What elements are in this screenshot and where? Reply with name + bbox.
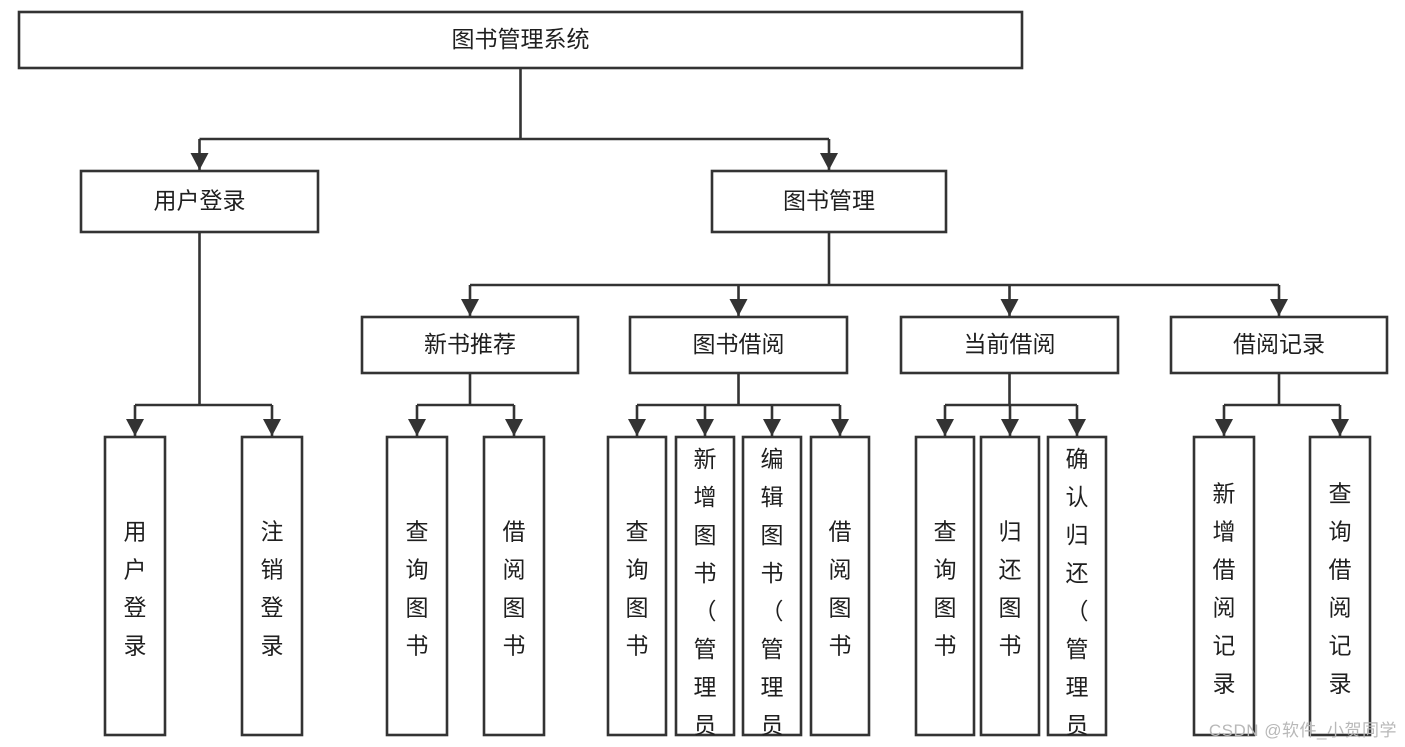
node-label: 用户登录 [154, 188, 246, 214]
node-leaf-query-book-borrow[interactable]: 查询图书 [606, 435, 668, 737]
node-leaf-confirm-return-admin[interactable]: 确认归还（管理员） [1046, 435, 1108, 747]
arrow-head-icon [1000, 299, 1019, 316]
node-box [103, 435, 167, 737]
connector-group-borrow-record [1215, 373, 1349, 436]
node-label: 查询图书 [406, 519, 429, 659]
arrow-head-icon [820, 153, 838, 170]
node-leaf-user-login[interactable]: 用户登录 [103, 435, 167, 737]
node-label: 查询借阅记录 [1329, 481, 1352, 697]
node-box [914, 435, 976, 737]
node-book-borrow[interactable]: 图书借阅 [628, 315, 849, 375]
node-leaf-add-borrow-record[interactable]: 新增借阅记录 [1192, 435, 1256, 737]
node-leaf-query-book-recommend[interactable]: 查询图书 [385, 435, 449, 737]
node-label: 归还图书 [999, 519, 1022, 659]
node-box [606, 435, 668, 737]
node-box [674, 435, 736, 737]
node-layer: 图书管理系统用户登录图书管理新书推荐图书借阅当前借阅借阅记录用户登录注销登录查询… [17, 10, 1389, 747]
node-label: 查询图书 [626, 519, 649, 659]
node-box [628, 315, 849, 375]
node-box [360, 315, 580, 375]
node-label: 注销登录 [261, 519, 284, 659]
node-borrow-record[interactable]: 借阅记录 [1169, 315, 1389, 375]
node-label: 用户登录 [124, 519, 147, 659]
arrow-head-icon [1068, 419, 1086, 436]
node-box [899, 315, 1120, 375]
connector-group-user-login [126, 232, 281, 436]
arrow-head-icon [408, 419, 426, 436]
node-label: 确认归还（管理员） [1066, 446, 1089, 747]
arrow-head-icon [126, 419, 144, 436]
node-box [710, 169, 948, 234]
node-label: 图书管理系统 [452, 26, 590, 52]
node-label: 查询图书 [934, 519, 957, 659]
node-leaf-query-book-current[interactable]: 查询图书 [914, 435, 976, 737]
arrow-head-icon [936, 419, 954, 436]
node-leaf-add-book-admin[interactable]: 新增图书（管理员） [674, 435, 736, 747]
arrow-head-icon [1331, 419, 1349, 436]
arrow-head-icon [1270, 299, 1288, 316]
arrow-head-icon [1001, 419, 1019, 436]
node-box [385, 435, 449, 737]
node-label: 当前借阅 [964, 331, 1056, 357]
node-label: 新增借阅记录 [1213, 481, 1236, 697]
node-box [1046, 435, 1108, 737]
node-box [979, 435, 1041, 737]
connector-group-root [190, 68, 838, 170]
node-user-login[interactable]: 用户登录 [79, 169, 320, 234]
node-box [1308, 435, 1372, 737]
connector-layer [126, 68, 1349, 436]
node-box [809, 435, 871, 737]
node-leaf-borrow-book[interactable]: 借阅图书 [809, 435, 871, 737]
node-label: 借阅图书 [503, 519, 526, 659]
arrow-head-icon [505, 419, 523, 436]
arrow-head-icon [190, 153, 209, 170]
arrow-head-icon [831, 419, 849, 436]
connector-group-new-book-recommend [408, 373, 523, 436]
node-label: 图书管理 [783, 188, 875, 214]
arrow-head-icon [263, 419, 281, 436]
node-label: 新书推荐 [424, 331, 516, 357]
arrow-head-icon [763, 419, 781, 436]
arrow-head-icon [628, 419, 646, 436]
node-box [482, 435, 546, 737]
node-label: 新增图书（管理员） [694, 446, 717, 747]
arrow-head-icon [1215, 419, 1233, 436]
arrow-head-icon [696, 419, 714, 436]
node-label: 编辑图书（管理员） [761, 446, 784, 747]
node-box [1192, 435, 1256, 737]
connector-group-current-borrow [936, 373, 1086, 436]
node-box [1169, 315, 1389, 375]
node-box [240, 435, 304, 737]
node-label: 借阅记录 [1233, 331, 1325, 357]
node-label: 借阅图书 [829, 519, 852, 659]
connector-group-book-management [461, 232, 1288, 316]
node-leaf-edit-book-admin[interactable]: 编辑图书（管理员） [741, 435, 803, 747]
node-box [17, 10, 1024, 70]
node-leaf-borrow-book-recommend[interactable]: 借阅图书 [482, 435, 546, 737]
node-current-borrow[interactable]: 当前借阅 [899, 315, 1120, 375]
node-new-book-recommend[interactable]: 新书推荐 [360, 315, 580, 375]
node-root[interactable]: 图书管理系统 [17, 10, 1024, 70]
node-leaf-logout-login[interactable]: 注销登录 [240, 435, 304, 737]
arrow-head-icon [461, 299, 479, 316]
arrow-head-icon [729, 299, 748, 316]
node-book-management[interactable]: 图书管理 [710, 169, 948, 234]
node-leaf-query-borrow-record[interactable]: 查询借阅记录 [1308, 435, 1372, 737]
node-label: 图书借阅 [693, 331, 785, 357]
connector-group-book-borrow [628, 373, 849, 436]
node-leaf-return-book[interactable]: 归还图书 [979, 435, 1041, 737]
node-box [79, 169, 320, 234]
node-box [741, 435, 803, 737]
